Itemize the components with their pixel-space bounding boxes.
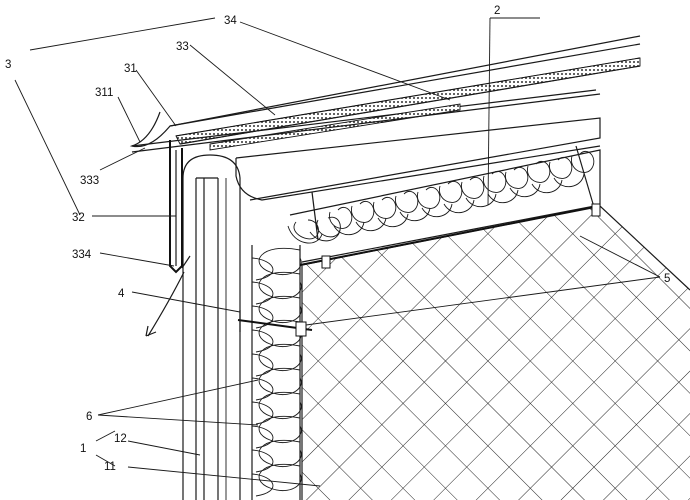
label-32: 32 bbox=[72, 212, 85, 224]
reference-labels: 3 34 2 33 31 311 333 32 334 4 5 6 1 12 1… bbox=[5, 5, 670, 473]
label-4: 4 bbox=[118, 288, 125, 300]
coping-assembly bbox=[129, 35, 641, 274]
drain-arrow bbox=[145, 271, 185, 337]
label-12: 12 bbox=[114, 433, 127, 445]
label-1: 1 bbox=[80, 443, 86, 455]
label-11: 11 bbox=[104, 461, 116, 473]
label-6: 6 bbox=[86, 411, 92, 423]
leader-lines bbox=[14, 17, 661, 487]
label-3: 3 bbox=[5, 59, 11, 71]
label-333: 333 bbox=[80, 175, 99, 187]
label-31: 31 bbox=[124, 63, 137, 75]
label-311: 311 bbox=[95, 87, 113, 99]
label-34: 34 bbox=[224, 15, 237, 27]
wall-panels bbox=[182, 154, 241, 500]
concrete-structure bbox=[301, 205, 690, 500]
label-5: 5 bbox=[664, 273, 670, 285]
label-33: 33 bbox=[176, 41, 189, 53]
label-334: 334 bbox=[72, 249, 92, 261]
label-2: 2 bbox=[494, 5, 500, 17]
side-insulation-layer bbox=[251, 245, 302, 500]
top-insulation-layer bbox=[287, 149, 601, 263]
fasteners bbox=[237, 145, 601, 337]
